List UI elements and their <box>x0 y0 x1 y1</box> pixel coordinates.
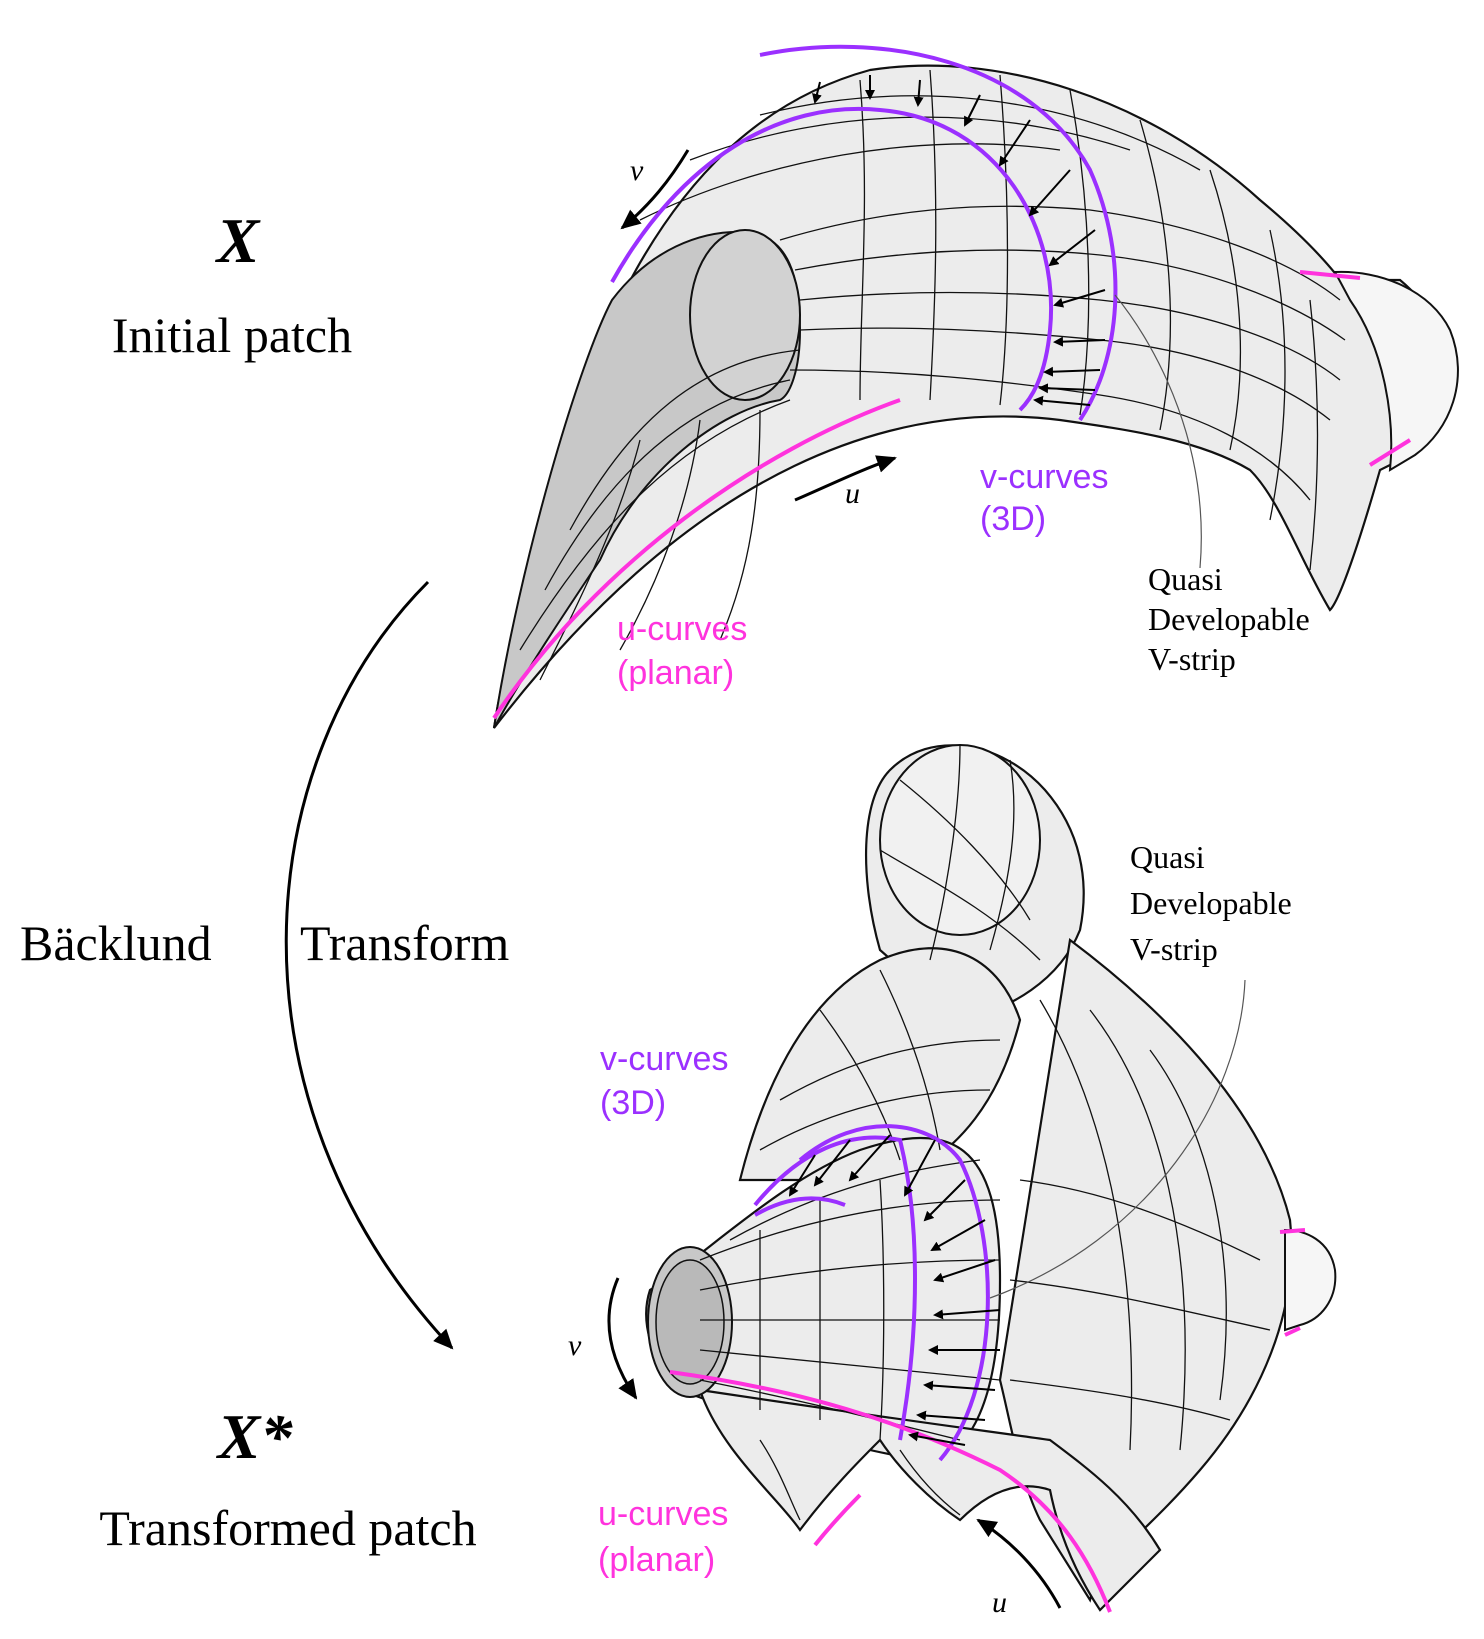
transformed-surface <box>607 744 1337 1613</box>
transformed-symbol: X* <box>216 1401 294 1472</box>
transformed-u-curves-line1: u-curves <box>598 1495 728 1533</box>
initial-v-axis-label: v <box>630 154 644 187</box>
transformed-strip-label: Quasi Developable V-strip <box>1130 839 1300 967</box>
initial-u-axis-arrow <box>794 455 897 502</box>
transformed-caption: Transformed patch <box>99 1500 476 1556</box>
transformed-v-curves-label: v-curves (3D) <box>600 1040 738 1122</box>
initial-u-curves-line1: u-curves <box>617 610 747 648</box>
transformed-u-curves-line2: (planar) <box>598 1541 715 1579</box>
transformed-strip-line3: V-strip <box>1130 931 1218 967</box>
initial-u-axis-label: u <box>845 477 860 510</box>
transformed-v-axis-arrow <box>607 1277 638 1400</box>
initial-v-curves-line1: v-curves <box>980 458 1108 496</box>
initial-strip-line1: Quasi <box>1148 561 1223 597</box>
initial-strip-line2: Developable <box>1148 601 1310 637</box>
transformed-strip-line1: Quasi <box>1130 839 1205 875</box>
transform-label-right: Transform <box>300 915 509 971</box>
transformed-strip-line2: Developable <box>1130 885 1292 921</box>
initial-v-curves-label: v-curves (3D) <box>980 458 1118 538</box>
initial-strip-label: Quasi Developable V-strip <box>1148 561 1318 677</box>
transformed-u-axis-label: u <box>992 1586 1007 1619</box>
initial-symbol: X <box>215 205 261 276</box>
transformed-u-axis-arrow <box>976 1518 1062 1609</box>
initial-u-curves-label: u-curves (planar) <box>617 610 757 692</box>
transform-arrow <box>284 580 454 1350</box>
transformed-u-curves-label: u-curves (planar) <box>598 1495 738 1579</box>
initial-strip-line3: V-strip <box>1148 641 1236 677</box>
transformed-v-curves-line1: v-curves <box>600 1040 728 1078</box>
initial-v-curves-line2: (3D) <box>980 500 1046 538</box>
transformed-v-axis-label: v <box>568 1329 582 1362</box>
initial-surface <box>492 44 1459 729</box>
transformed-v-curves-line2: (3D) <box>600 1084 666 1122</box>
initial-caption: Initial patch <box>112 307 352 363</box>
initial-v-axis-arrow <box>620 149 690 230</box>
transform-label-left: Bäcklund <box>20 915 212 971</box>
initial-u-curves-line2: (planar) <box>617 654 734 692</box>
